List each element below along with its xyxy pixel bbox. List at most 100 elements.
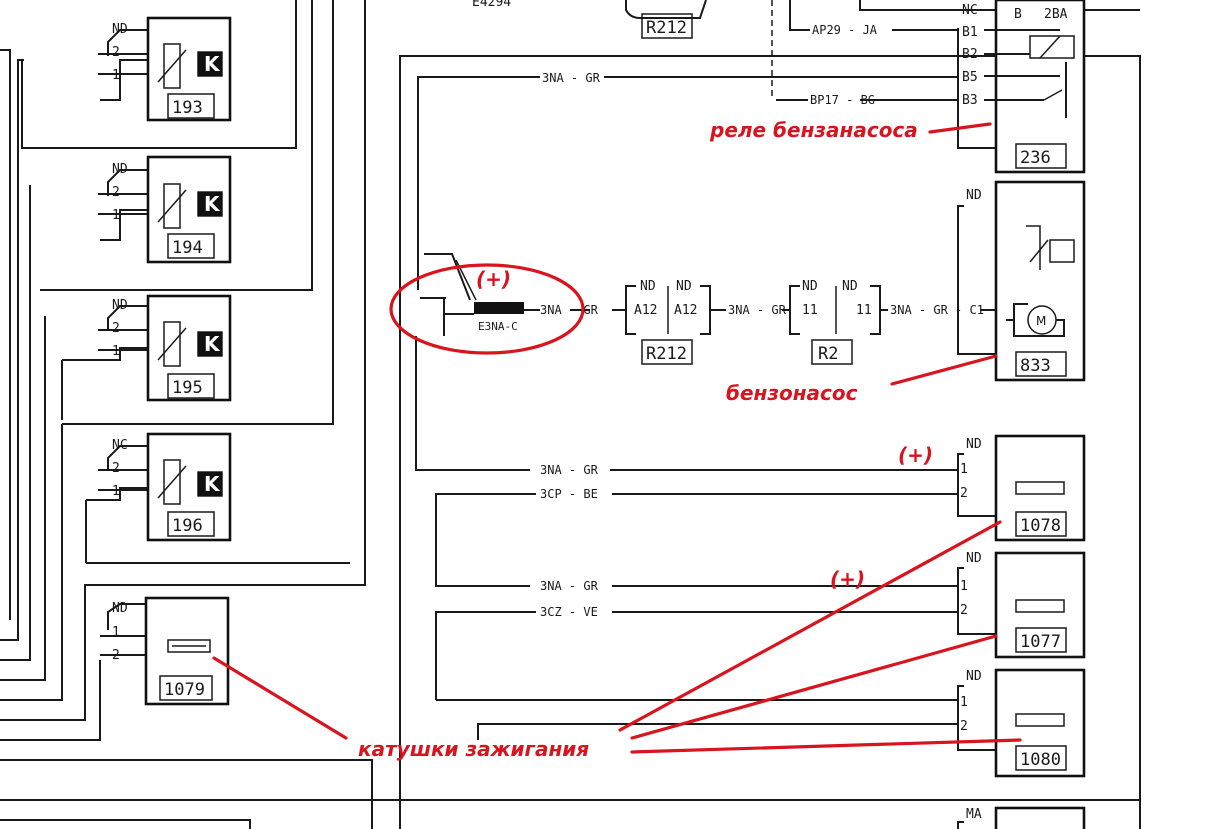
pin-2: 2 bbox=[112, 461, 120, 476]
relay-2ba: 2BA bbox=[1044, 7, 1068, 22]
connector-r212: R212 bbox=[646, 344, 687, 364]
component-code: 194 bbox=[172, 238, 203, 258]
wire-label: 3CP - BE bbox=[540, 487, 598, 501]
main-wires: 3NA - GR BP17 - BG AP29 - JA bbox=[399, 0, 1141, 829]
pin-nd: NC bbox=[112, 438, 128, 453]
pin-nd: ND bbox=[112, 162, 128, 177]
wire-label: 3NA - GR bbox=[540, 303, 599, 317]
component-code: 196 bbox=[172, 516, 203, 536]
relay-label: реле бензанасоса bbox=[709, 118, 918, 142]
splice-label: E3NA-C bbox=[478, 320, 518, 333]
pin-b5: B5 bbox=[962, 70, 978, 85]
wire-label: AP29 - JA bbox=[812, 23, 878, 37]
fuel-pump-833: ND M 833 bbox=[957, 180, 1086, 382]
pump-label: бензонасос bbox=[726, 381, 858, 405]
pin-2: 2 bbox=[112, 45, 120, 60]
k-icon: K bbox=[204, 472, 221, 496]
plus-label-1077: (+) bbox=[830, 567, 865, 591]
sensor-195: ND 2 1 K 195 bbox=[62, 294, 232, 402]
component-code: 193 bbox=[172, 98, 203, 118]
pin-nd: ND bbox=[112, 22, 128, 37]
top-center-part: E4294 R212 bbox=[472, 0, 707, 39]
pin-1: 1 bbox=[112, 208, 120, 223]
coil-1078: ND 1 2 1078 bbox=[957, 434, 1086, 542]
pin-b1: B1 bbox=[962, 25, 978, 40]
connector-r2: R2 bbox=[818, 344, 838, 364]
pin-nd: ND bbox=[966, 188, 982, 203]
pin-b3: B3 bbox=[962, 93, 978, 108]
pin-1: 1 bbox=[112, 344, 120, 359]
pin-1: 1 bbox=[112, 625, 120, 640]
k-icon: K bbox=[204, 52, 221, 76]
pin-nc: NC bbox=[962, 3, 978, 18]
pin-1: 1 bbox=[112, 484, 120, 499]
relay-coil-icon bbox=[1029, 35, 1075, 59]
pin-1: 1 bbox=[960, 695, 968, 710]
coil-icon bbox=[1015, 599, 1065, 613]
pin-nd: ND bbox=[842, 279, 858, 294]
pin-2: 2 bbox=[960, 719, 968, 734]
bottom-component: MA bbox=[957, 806, 1086, 829]
wire-label: 3NA - GR bbox=[728, 303, 787, 317]
pin-1: 1 bbox=[960, 462, 968, 477]
pin-nd: ND bbox=[112, 298, 128, 313]
relay-b: B bbox=[1014, 7, 1022, 22]
sensor-element bbox=[163, 43, 181, 89]
coils-label: катушки зажигания bbox=[358, 737, 589, 761]
pin-2: 2 bbox=[960, 486, 968, 501]
coil-1078-wires: 3NA - GR 3CP - BE bbox=[435, 463, 958, 580]
pin-2: 2 bbox=[960, 603, 968, 618]
coil-1079: ND 1 2 1079 bbox=[100, 596, 230, 706]
relay-switch-icon bbox=[1043, 89, 1063, 101]
top-code: E4294 bbox=[472, 0, 511, 10]
pin-nd: ND bbox=[676, 279, 692, 294]
pin-a12: A12 bbox=[674, 303, 697, 318]
pin-ma: MA bbox=[966, 807, 982, 822]
coil-1077-wires: 3NA - GR 3CZ - VE bbox=[435, 579, 958, 700]
pin-1: 1 bbox=[960, 579, 968, 594]
k-icon: K bbox=[204, 332, 221, 356]
pin-11: 11 bbox=[856, 303, 872, 318]
pin-nd: ND bbox=[966, 437, 982, 452]
splice-highlight-ellipse bbox=[389, 263, 585, 355]
sensor-196: NC 2 1 K 196 bbox=[86, 432, 232, 542]
coil-icon bbox=[167, 639, 211, 653]
connector-r212-top: R212 bbox=[646, 18, 687, 38]
plus-label-1078: (+) bbox=[898, 443, 933, 467]
component-code: 1079 bbox=[164, 680, 205, 700]
pin-2: 2 bbox=[112, 185, 120, 200]
pin-2: 2 bbox=[112, 321, 120, 336]
pin-nd: ND bbox=[112, 601, 128, 616]
wire-label: 3NA - GR bbox=[540, 463, 599, 477]
plus-label-splice: (+) bbox=[476, 267, 511, 291]
component-code: 1080 bbox=[1020, 750, 1061, 770]
pin-nd: ND bbox=[802, 279, 818, 294]
coil-icon bbox=[1015, 713, 1065, 727]
wire-label: 3NA - GR - C1 bbox=[890, 303, 984, 317]
left-bus-lines bbox=[0, 0, 1140, 829]
component-code: 195 bbox=[172, 378, 203, 398]
pin-nd: ND bbox=[966, 551, 982, 566]
wire-label: BP17 - BG bbox=[810, 93, 875, 107]
coil-1080: ND 1 2 1080 bbox=[957, 668, 1086, 778]
component-code: 1077 bbox=[1020, 632, 1061, 652]
splice-icon bbox=[474, 302, 524, 314]
coil-1077: ND 1 2 1077 bbox=[957, 551, 1086, 659]
annotations: (+) реле бензанасоса бензонасос (+) (+) … bbox=[212, 118, 1022, 761]
sensor-194: ND 2 1 K 194 bbox=[98, 155, 232, 264]
sensor-193: ND 2 1 K 193 bbox=[98, 16, 232, 122]
pin-nd: ND bbox=[966, 669, 982, 684]
pin-1: 1 bbox=[112, 68, 120, 83]
coil-1080-wires bbox=[436, 699, 958, 740]
pin-a12: A12 bbox=[634, 303, 657, 318]
wire-label: 3NA - GR bbox=[540, 579, 599, 593]
component-code: 236 bbox=[1020, 148, 1051, 168]
pin-nd: ND bbox=[640, 279, 656, 294]
pin-b2: B2 bbox=[962, 47, 978, 62]
svg-text:M: M bbox=[1036, 314, 1046, 328]
k-icon: K bbox=[204, 192, 221, 216]
relay-236: NC B1 B2 B5 B3 B 2BA 236 bbox=[957, 0, 1086, 174]
component-code: 833 bbox=[1020, 356, 1051, 376]
coil-icon bbox=[1015, 481, 1065, 495]
